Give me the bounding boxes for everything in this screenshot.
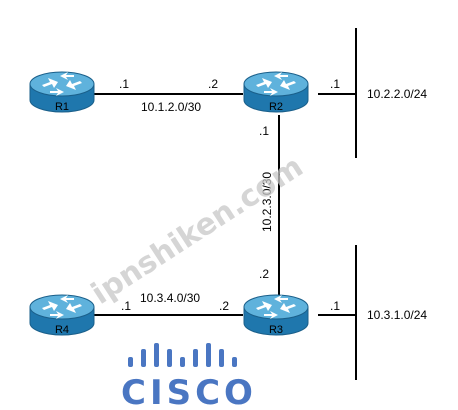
cisco-logo-text: CISCO	[121, 373, 257, 410]
router-r4-label: R4	[55, 324, 69, 336]
watermark: ipnshiken.com	[85, 149, 309, 312]
r2-lan-ip: .1	[330, 77, 340, 91]
cisco-logo: CISCO	[121, 343, 257, 410]
r3-lan-ip: .1	[330, 299, 340, 313]
r1-r2-r2-ip: .2	[208, 77, 218, 91]
r4-r3-r4-ip: .1	[121, 299, 131, 313]
router-r2-label: R2	[269, 101, 283, 113]
router-r4: R4	[29, 294, 95, 336]
r2-r3-subnet: 10.2.3.0/30	[260, 172, 274, 232]
r1-r2-r1-ip: .1	[119, 77, 129, 91]
r2-r3-r2-ip: .1	[259, 124, 269, 138]
router-r3-label: R3	[269, 324, 283, 336]
router-r2: R2	[243, 71, 309, 113]
r3-lan-subnet: 10.3.1.0/24	[367, 308, 427, 322]
router-r1: R1	[29, 71, 95, 113]
router-r1-label: R1	[55, 101, 69, 113]
router-r3: R3	[243, 294, 309, 336]
r4-r3-r3-ip: .2	[219, 299, 229, 313]
r2-lan-subnet: 10.2.2.0/24	[367, 87, 427, 101]
r2-r3-r3-ip: .2	[259, 267, 269, 281]
r1-r2-subnet: 10.1.2.0/30	[141, 100, 201, 114]
r4-r3-subnet: 10.3.4.0/30	[140, 291, 200, 305]
